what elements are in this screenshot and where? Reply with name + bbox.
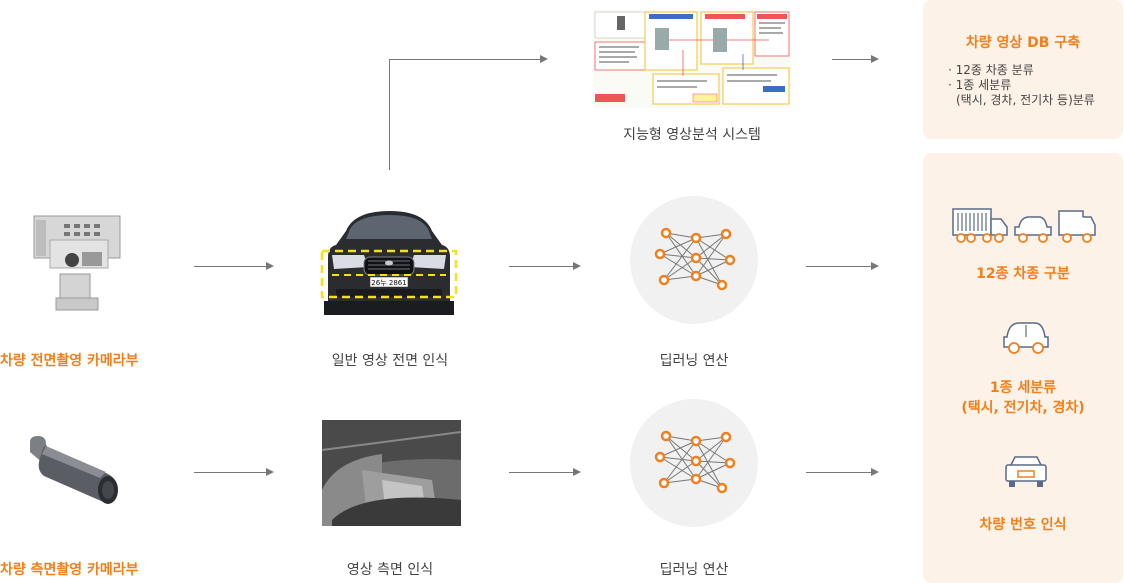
front-recognition-label: 일반 영상 전면 인식	[331, 353, 449, 369]
db-panel-line1: · 12종 차종 분류	[948, 63, 1034, 77]
side-recognition-label: 영상 측면 인식	[346, 562, 434, 578]
side-view-image	[322, 420, 461, 526]
result-panel: 12종 차종 구분 1종 세분류 (택시, 전기차, 경차) 차량 번호 인식	[923, 153, 1123, 583]
arrow-to-system	[389, 55, 548, 63]
arrow-dl-top-to-results	[806, 262, 879, 270]
vehicle-types-icon	[952, 208, 1096, 243]
db-panel-title: 차량 영상 DB 구축	[965, 35, 1081, 51]
connector-line-vertical	[389, 59, 390, 170]
plate-recognition-label: 차량 번호 인식	[979, 517, 1067, 533]
arrow-dl-bottom-to-results	[806, 468, 879, 476]
subtype-label-line2: (택시, 전기차, 경차)	[961, 400, 1085, 416]
subtype-label-line1: 1종 세분류	[989, 380, 1057, 396]
deep-learning-label-bottom: 딥러닝 연산	[659, 562, 729, 578]
db-panel-line3: (택시, 경차, 전기차 등)분류	[956, 93, 1095, 107]
side-camera-image	[30, 436, 118, 504]
front-camera-label: 차량 전면촬영 카메라부	[0, 353, 139, 369]
arrow-side-camera-to-recognition	[194, 468, 274, 476]
db-panel-line2: · 1종 세분류	[948, 78, 1012, 92]
system-title: 지능형 영상분석 시스템	[623, 127, 761, 143]
front-camera-image	[33, 215, 121, 311]
neural-network-icon-top	[654, 227, 736, 291]
side-camera-label: 차량 측면촬영 카메라부	[0, 562, 139, 578]
arrow-front-camera-to-recognition	[194, 262, 274, 270]
car-icon	[1003, 322, 1049, 354]
system-diagram-image	[593, 10, 791, 108]
arrow-front-recognition-to-dl	[509, 262, 581, 270]
car-front-image: 26누 2861	[320, 211, 458, 315]
deep-learning-label-top: 딥러닝 연산	[659, 353, 729, 369]
plate-car-icon	[1005, 456, 1047, 487]
neural-network-icon-bottom	[654, 430, 736, 494]
db-panel: 차량 영상 DB 구축 · 12종 차종 분류 · 1종 세분류 (택시, 경차…	[923, 0, 1123, 139]
classify12-label: 12종 차종 구분	[976, 266, 1070, 282]
arrow-to-db-panel	[832, 55, 879, 63]
arrow-side-recognition-to-dl	[509, 468, 581, 476]
license-plate-text: 26누 2861	[371, 279, 406, 287]
